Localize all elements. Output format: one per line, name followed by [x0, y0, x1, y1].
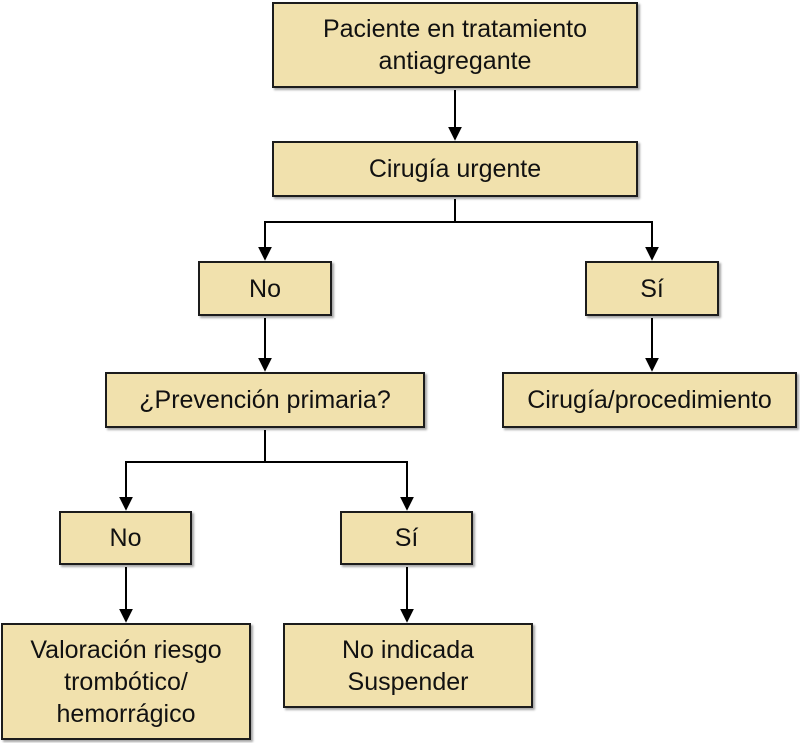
node-label: Sí: [394, 524, 419, 552]
node-thrombotic-hemorrhagic-risk-assessment: Valoración riesgo trombótico/ hemorrágic…: [1, 623, 251, 740]
node-label: No: [109, 524, 142, 552]
node-primary-prevention-question: ¿Prevención primaria?: [105, 372, 425, 428]
connector-prevention-to-yes: [264, 430, 414, 511]
connector-prevention-to-no: [119, 430, 266, 511]
node-surgery-procedure: Cirugía/procedimiento: [502, 372, 797, 428]
node-suspend-not-indicated: No indicada Suspender: [283, 623, 533, 708]
node-label: Cirugía urgente: [368, 155, 542, 183]
node-urgent-yes: Sí: [585, 261, 719, 316]
node-prevention-yes: Sí: [340, 511, 473, 565]
node-label: No indicada Suspender: [341, 635, 475, 696]
connector-urgent-to-no: [258, 199, 456, 261]
node-patient-antiplatelet-treatment: Paciente en tratamiento antiagregante: [272, 2, 638, 88]
node-label: No: [249, 274, 281, 303]
node-label: Sí: [640, 274, 664, 303]
node-label: Valoración riesgo trombótico/ hemorrágic…: [30, 635, 222, 728]
node-urgent-surgery: Cirugía urgente: [272, 141, 638, 197]
node-label: ¿Prevención primaria?: [139, 386, 391, 414]
connector-urgent-to-yes: [454, 199, 659, 261]
node-prevention-no: No: [59, 511, 192, 565]
node-label: Cirugía/procedimiento: [527, 386, 772, 414]
node-urgent-no: No: [198, 261, 332, 316]
node-label: Paciente en tratamiento antiagregante: [322, 15, 588, 75]
